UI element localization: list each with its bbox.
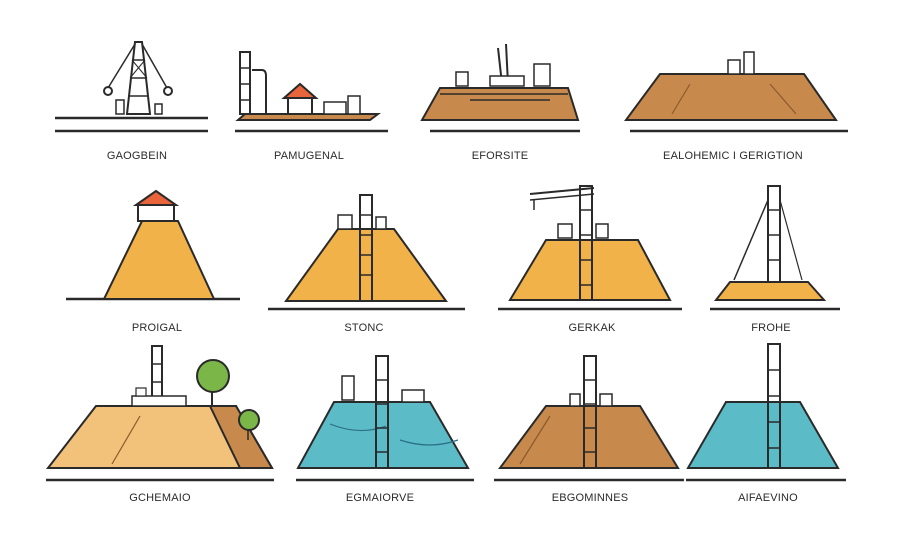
panel-label: GERKAK: [568, 322, 616, 334]
panel-label: GCHEMAIO: [129, 492, 191, 504]
panel-label: PAMUGENAL: [273, 150, 345, 162]
panel-label: EFORSITE: [471, 150, 529, 162]
teal-mound-derrick-illustration: [296, 355, 474, 482]
derrick-ground-illustration: [55, 41, 208, 133]
panel-label: EALOHEMIC I GERIGTION: [663, 150, 803, 162]
orange-mound-derrick-illustration: [268, 194, 465, 311]
panel-label: GAOGBEIN: [106, 150, 168, 162]
offshore-rig-illustration: [420, 43, 580, 133]
panel-label: FROHE: [751, 322, 791, 334]
panel-label: AIFAEVINO: [738, 492, 798, 504]
brown-plateau-illustration: [624, 51, 848, 133]
panel-label: PROIGAL: [131, 322, 183, 334]
pumpjack-platform-illustration: [235, 51, 388, 133]
flat-derrick-illustration: [710, 185, 840, 311]
teal-mound-tower-illustration: [686, 343, 846, 482]
panel-label: STONC: [344, 322, 384, 334]
orange-mound-hut-illustration: [66, 189, 240, 301]
brown-mound-derrick-illustration: [494, 355, 684, 482]
orange-mound-crane-illustration: [498, 185, 682, 311]
panel-label: EGMAIORVE: [345, 492, 415, 504]
tan-mound-tree-illustration: [45, 345, 274, 482]
panel-label: EBGOMINNES: [551, 492, 629, 504]
